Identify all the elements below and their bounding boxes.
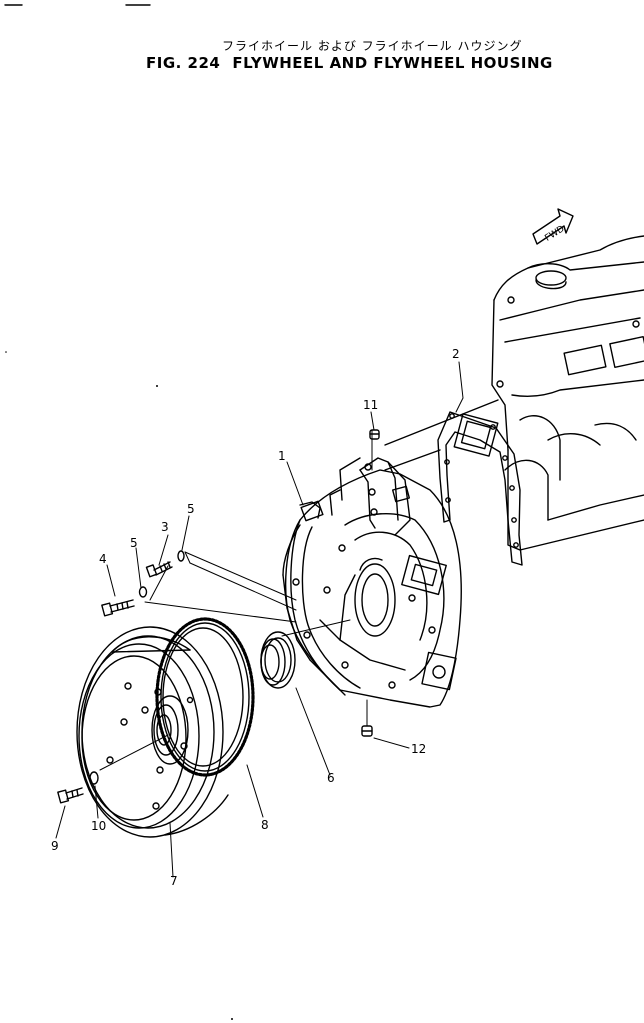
plug-12 — [361, 725, 373, 737]
figure-title: FLYWHEEL AND FLYWHEEL HOUSING — [232, 54, 553, 72]
figure-title-japanese: フライホイール および フライホイール ハウジング — [222, 39, 523, 53]
figure-heading: FIG. 224 FLYWHEEL AND FLYWHEEL HOUSING — [146, 54, 553, 72]
callout-leaders — [55, 361, 464, 878]
callout-5-upper: 5 — [187, 502, 195, 516]
callout-5-lower: 5 — [130, 536, 138, 550]
fwd-arrow-icon: FWD — [532, 208, 574, 245]
callout-10: 10 — [91, 819, 106, 833]
callout-9: 9 — [51, 839, 59, 853]
callout-7: 7 — [170, 874, 178, 888]
figure-number: FIG. 224 — [146, 54, 221, 72]
scan-specks — [5, 351, 233, 1020]
callout-12: 12 — [411, 742, 426, 756]
bolt-9 — [57, 787, 84, 804]
assembly-guide-lines — [99, 429, 373, 771]
callout-3: 3 — [161, 520, 169, 534]
washer-5-upper — [177, 550, 185, 562]
engine-block — [384, 235, 644, 551]
callout-8: 8 — [261, 818, 269, 832]
callout-11: 11 — [363, 398, 378, 412]
callout-4: 4 — [99, 552, 107, 566]
callout-2: 2 — [452, 347, 460, 361]
flywheel — [76, 626, 229, 838]
ring-gear — [155, 617, 255, 777]
flywheel-housing — [282, 457, 462, 708]
callout-numbers: 1 2 3 4 5 5 6 7 8 9 10 11 12 — [51, 347, 460, 888]
washer-10 — [89, 771, 99, 785]
washer-5-lower — [138, 586, 148, 598]
bolt-4 — [101, 599, 135, 617]
callout-1: 1 — [278, 449, 286, 463]
housing-gasket — [437, 411, 523, 566]
plug-11 — [369, 429, 380, 440]
callout-6: 6 — [327, 771, 335, 785]
bolt-3 — [145, 561, 173, 578]
oil-seal — [260, 631, 296, 689]
